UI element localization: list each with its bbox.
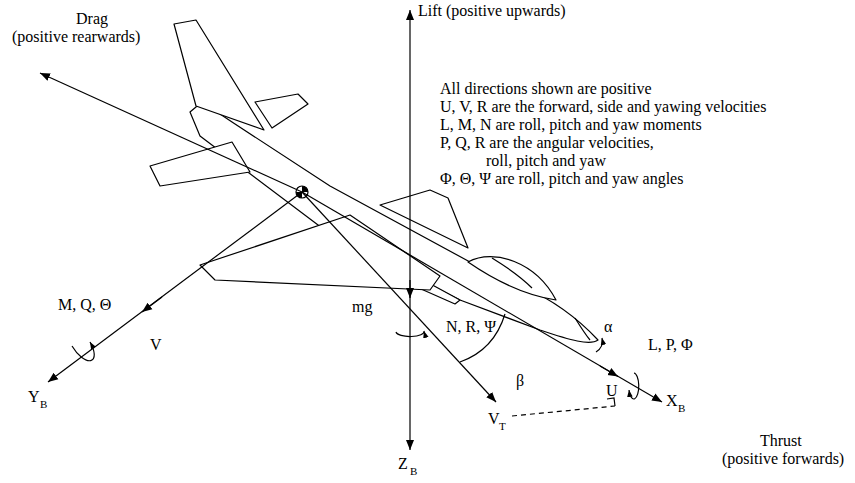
axis-label: Lift (positive upwards) — [418, 2, 566, 20]
axis-subscript: B — [40, 398, 47, 410]
symbol-label: L, P, Φ — [648, 336, 693, 354]
note-text: U, V, R are the forward, side and yawing… — [440, 98, 766, 116]
axis-name: Z — [398, 455, 408, 473]
axis-name: X — [666, 392, 678, 410]
symbol-label: U — [606, 382, 618, 400]
symbol-subscript: T — [499, 420, 506, 432]
axis-label: Thrust — [760, 432, 802, 450]
note-text: L, M, N are roll, pitch and yaw moments — [440, 116, 702, 134]
angle-label: β — [516, 372, 524, 390]
axis-subscript: B — [678, 402, 685, 414]
axis-label: Drag — [76, 10, 108, 28]
axis-name: Y — [28, 388, 40, 406]
symbol-label: V — [488, 410, 500, 428]
note-text: P, Q, R are the angular velocities, — [440, 134, 654, 152]
axis-label: (positive rearwards) — [12, 28, 140, 46]
axis-label: (positive forwards) — [722, 450, 844, 468]
note-text: roll, pitch and yaw — [486, 152, 606, 170]
axis-subscript: B — [410, 465, 417, 477]
note-text: Φ, Θ, Ψ are roll, pitch and yaw angles — [440, 170, 683, 188]
angle-label: α — [604, 318, 612, 336]
symbol-label: N, R, Ψ — [446, 318, 496, 336]
symbol-label: M, Q, Θ — [58, 296, 111, 314]
symbol-label: V — [150, 336, 162, 354]
note-text: All directions shown are positive — [440, 80, 652, 98]
symbol-label: mg — [352, 298, 372, 316]
